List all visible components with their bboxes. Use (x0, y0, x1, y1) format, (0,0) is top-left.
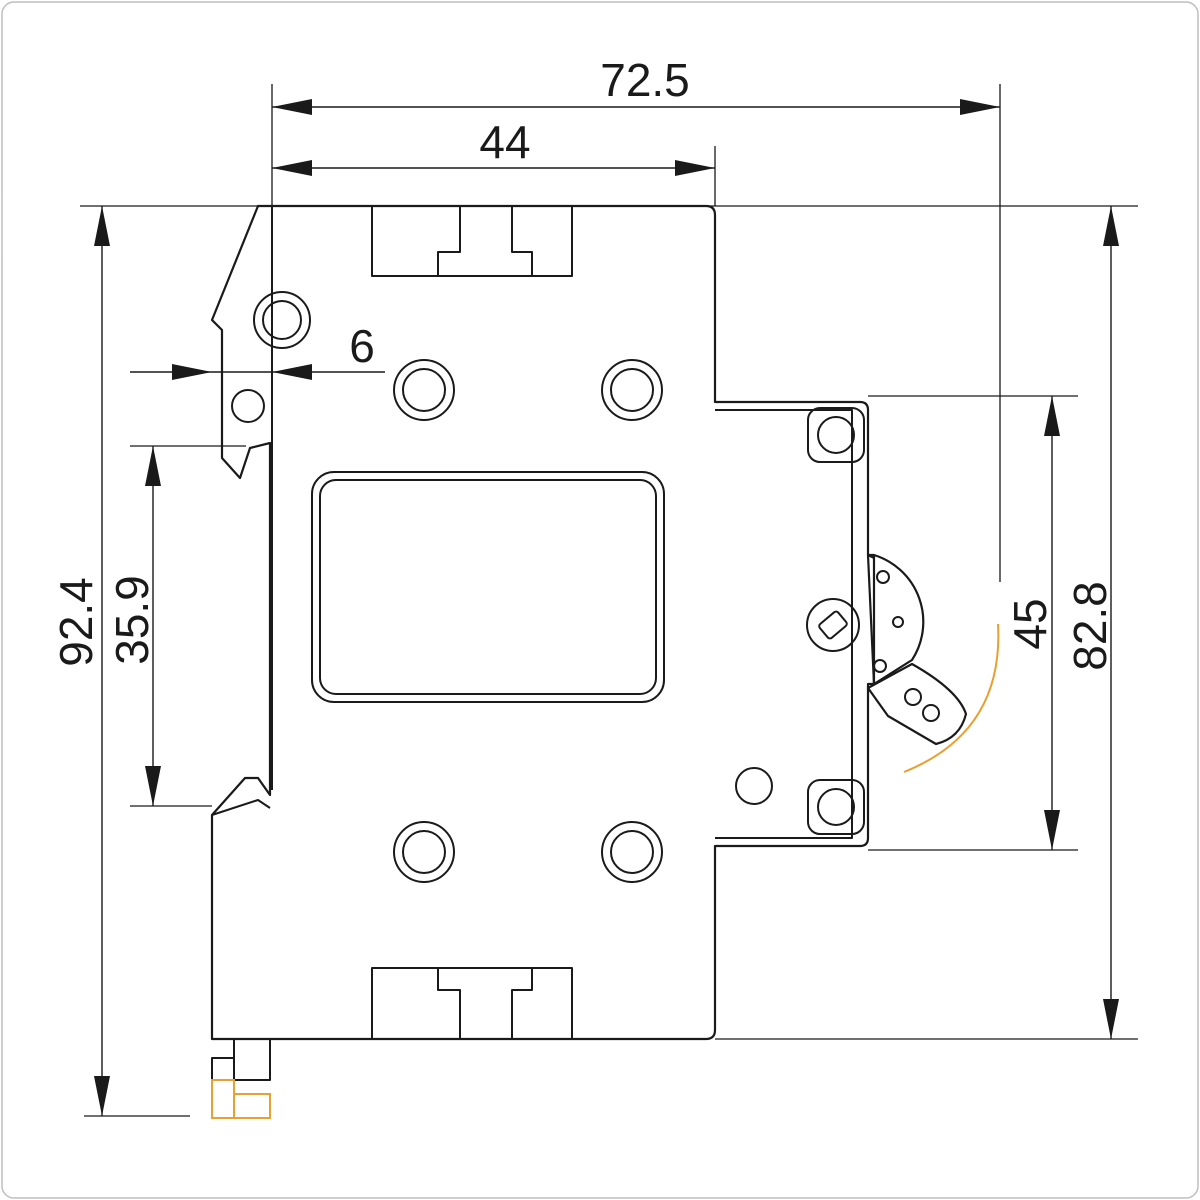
square-hole-bottom (807, 779, 865, 835)
rotary-switch (806, 553, 1000, 773)
dim-label-82-8: 82.8 (1064, 581, 1116, 671)
dim-body-width: 44 (272, 116, 715, 176)
dim-label-6: 6 (349, 320, 375, 372)
knob-slot (818, 610, 848, 640)
dim-mount-height: 45 (1004, 396, 1060, 850)
mounting-holes (231, 291, 865, 883)
hole-top-left (393, 359, 455, 421)
square-hole-top (807, 407, 865, 463)
dim-label-44: 44 (479, 116, 530, 168)
hole-bottom-left (393, 821, 455, 883)
dim-label-92-4: 92.4 (50, 577, 102, 667)
dim-label-45: 45 (1004, 598, 1056, 649)
extension-lines (80, 84, 1138, 1117)
hole-bottom-right (601, 821, 663, 883)
lever-sweep-arc (903, 623, 1000, 773)
dim-rail-height: 35.9 (106, 446, 161, 806)
label-window (311, 471, 665, 703)
hole-top-right (601, 359, 663, 421)
din-clip-lower-detail (211, 799, 271, 816)
hole-small-right (735, 767, 773, 805)
hole-top-left-corner (253, 291, 311, 349)
dim-label-72-5: 72.5 (600, 54, 690, 106)
bottom-terminal (371, 967, 573, 1040)
dim-label-35-9: 35.9 (106, 575, 158, 665)
dim-side-height: 82.8 (1064, 206, 1119, 1039)
dim-overall-width: 72.5 (272, 54, 1000, 115)
bottom-clip (211, 1038, 271, 1119)
rotary-knob (806, 598, 860, 652)
hole-latch (231, 389, 265, 423)
side-step-line (715, 409, 853, 839)
housing-outline (210, 204, 876, 1041)
device-outline (210, 204, 876, 1041)
dim-overall-height: 92.4 (50, 206, 110, 1116)
clip-travel-outline (211, 1079, 235, 1119)
dim-latch-offset: 6 (130, 320, 385, 380)
